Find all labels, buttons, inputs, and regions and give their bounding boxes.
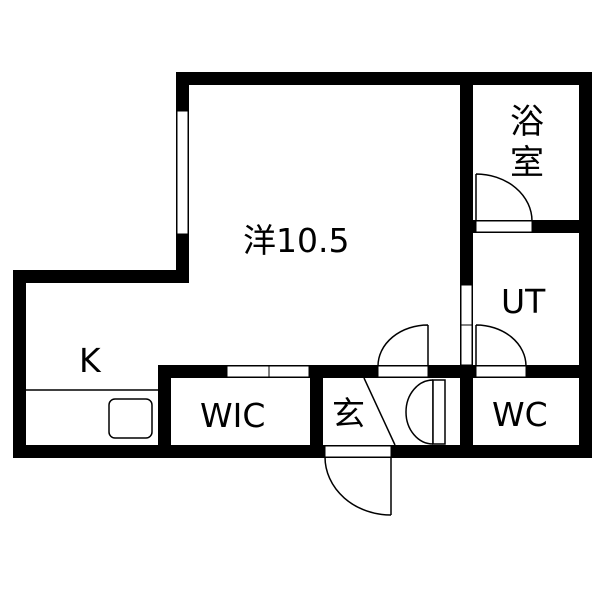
room-label-bath-2: 室 [510,143,544,183]
room-label-entrance: 玄 [332,394,365,433]
openings [176,110,533,458]
room-label-wic: WIC [200,396,266,435]
room-label-utility: UT [501,282,546,321]
room-label-kitchen: K [79,341,101,380]
door-swings [324,173,533,516]
room-label-toilet: WC [492,395,548,434]
room-label-bath-1: 浴 [510,102,544,142]
kitchen-counter [26,389,158,439]
room-label-western: 洋10.5 [243,221,350,260]
